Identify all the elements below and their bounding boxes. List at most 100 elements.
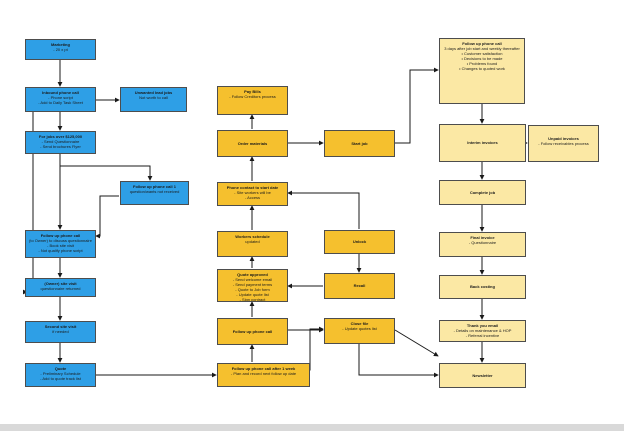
node-title: Final invoice	[470, 235, 495, 240]
node-title: Follow up phone call	[232, 329, 273, 334]
horizontal-scrollbar[interactable]	[0, 424, 624, 431]
node-title: Follow up phone call after 1 week	[231, 366, 296, 371]
node-follow-up-call-1[interactable]: Follow up phone call 1 question/wants no…	[120, 181, 189, 205]
node-line: Not worth to call	[139, 95, 168, 100]
node-line: - Site workers will be	[234, 190, 271, 195]
node-title: Recall	[353, 283, 366, 288]
node-line: - Plan and record next follow up date	[230, 371, 297, 376]
node-quote[interactable]: Quote - Preliminary Schedule - Add to qu…	[25, 363, 96, 387]
node-title: Unlock	[352, 239, 367, 244]
node-unpaid-invoices[interactable]: Unpaid invoices - Follow receivables pro…	[528, 125, 599, 162]
arrow-closefile-thankyou-ref	[394, 329, 439, 357]
node-line: questionnaire returned	[40, 286, 81, 291]
node-title: Inbound phone call	[42, 90, 79, 95]
node-title: Thank you email	[466, 323, 499, 328]
node-unlock[interactable]: Unlock	[324, 230, 395, 254]
arrow-closefile-newsletter	[358, 344, 439, 378]
node-title: Close file	[350, 321, 369, 326]
node-title: Unpaid invoices	[548, 136, 579, 141]
node-title: Follow up phone call 1	[133, 184, 176, 189]
node-pay-bills[interactable]: Pay Bills - Follow Creditors process	[217, 86, 288, 115]
node-title: Unwanted lead jobs	[134, 90, 173, 95]
node-quote-approved[interactable]: Quote approved - Send welcome email - Se…	[217, 269, 288, 302]
node-title: For jobs over $125,000	[38, 134, 83, 139]
node-thank-you-email[interactable]: Thank you email - Details on maintenance…	[439, 320, 526, 342]
node-final-invoice[interactable]: Final invoice - Questionnaire	[439, 232, 526, 257]
node-title: Second site visit	[44, 324, 77, 329]
node-jobs-over[interactable]: For jobs over $125,000 - Send Questionna…	[25, 131, 96, 154]
node-title: Workers schedule	[235, 234, 270, 239]
node-title: Start job	[351, 141, 368, 146]
arrow-followcall1-followcall2	[95, 195, 119, 239]
node-line: - Follow receivables process	[538, 141, 589, 146]
arrow-startjob-follow3days	[395, 67, 439, 144]
node-title: Interim invoices	[467, 140, 498, 145]
node-interim-invoices[interactable]: Interim invoices	[439, 124, 526, 162]
node-line: - Access	[244, 195, 261, 200]
node-line: - Add to quote track list	[40, 376, 81, 381]
node-line: - Send Questionnaire	[41, 139, 80, 144]
node-line: - Questionnaire	[468, 240, 497, 245]
node-line: - Update quote list	[236, 292, 269, 297]
node-second-site-visit[interactable]: Second site visit if needed	[25, 321, 96, 343]
node-line: - Send payment terms	[232, 282, 273, 287]
node-line: 3 days after job start and weekly therea…	[444, 46, 520, 51]
node-newsletter[interactable]: Newsletter	[439, 363, 526, 388]
node-follow-up-3-days[interactable]: Follow up phone call 3 days after job st…	[439, 38, 525, 104]
node-line: • Decisions to be made	[461, 56, 503, 61]
node-title: Follow up phone call	[40, 233, 81, 238]
node-line: if needed	[52, 329, 69, 334]
node-recall[interactable]: Recall	[324, 273, 395, 299]
node-line: - Sign contract	[239, 297, 266, 302]
node-line: - Send welcome email	[232, 277, 273, 282]
node-line: - Follow Creditors process	[229, 94, 276, 99]
node-title: Quote approved	[237, 272, 268, 277]
node-close-file[interactable]: Close file - Update quotes list	[324, 318, 395, 344]
node-follow-up-phone[interactable]: Follow up phone call	[217, 318, 288, 345]
node-line: - Quote to Job form	[235, 287, 270, 292]
node-marketing[interactable]: Marketing - 20 x pt	[25, 39, 96, 60]
node-start-job[interactable]: Start job	[324, 130, 395, 157]
node-line: (to Owner) to discuss questionnaire	[29, 238, 92, 243]
node-title: Quote	[54, 366, 67, 371]
node-line: - Details on maintenance & HOP	[453, 328, 512, 333]
node-follow-up-call-owner[interactable]: Follow up phone call (to Owner) to discu…	[25, 230, 96, 258]
node-line: - Phone script	[48, 95, 73, 100]
node-line: question/wants not received	[129, 189, 180, 194]
node-title: Newsletter	[472, 373, 493, 378]
node-complete-job[interactable]: Complete job	[439, 180, 526, 205]
node-line: - Not qualify phone script	[38, 248, 83, 253]
node-title: Back costing	[470, 284, 495, 289]
node-title: Complete job	[469, 190, 496, 195]
node-line: - Add to Daily Task Sheet	[38, 100, 83, 105]
node-line: • Problems found	[466, 61, 498, 66]
arrow-inbound-left-bypass	[26, 100, 34, 295]
node-line: - Update quotes list	[342, 326, 377, 331]
node-line: - Preliminary Schedule	[40, 371, 81, 376]
node-workers-schedule[interactable]: Workers schedule updated	[217, 231, 288, 257]
node-line: - Book site visit	[47, 243, 74, 248]
arrow-forjobs-followcall1	[59, 154, 153, 181]
node-title: Marketing	[51, 42, 70, 47]
node-phone-contact[interactable]: Phone contact to start date - Site worke…	[217, 182, 288, 206]
node-title: Pay Bills	[244, 89, 261, 94]
node-order-materials[interactable]: Order materials	[217, 130, 288, 157]
node-inbound-call[interactable]: Inbound phone call - Phone script - Add …	[25, 87, 96, 112]
node-follow-up-week[interactable]: Follow up phone call after 1 week - Plan…	[217, 363, 310, 387]
node-title: Phone contact to start date	[226, 185, 279, 190]
node-line: updated	[245, 239, 260, 244]
node-unwanted-leads[interactable]: Unwanted lead jobs Not worth to call	[120, 87, 187, 112]
node-title: (Owner) site visit	[44, 281, 77, 286]
node-owner-site-visit[interactable]: (Owner) site visit questionnaire returne…	[25, 278, 96, 297]
node-line: - 20 x pt	[53, 47, 68, 52]
arrow-unlock-up-phonecontact	[287, 190, 360, 229]
node-back-costing[interactable]: Back costing	[439, 275, 526, 299]
node-title: Follow up phone call	[462, 41, 502, 46]
node-line: • Changes to quoted work	[459, 66, 505, 71]
node-title: Order materials	[237, 141, 268, 146]
node-line: - Referral incentive	[465, 333, 500, 338]
node-line: - Send brochures Flyer	[40, 144, 81, 149]
node-line: • Customer satisfaction	[461, 51, 503, 56]
